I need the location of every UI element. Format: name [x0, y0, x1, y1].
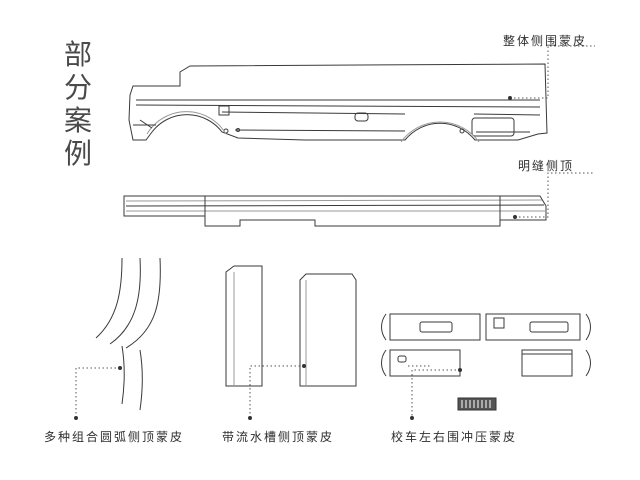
dot-side-roof	[513, 215, 517, 219]
bus-service-hatch	[471, 117, 515, 137]
label-gutter-side-roof-skin: 带流水槽侧顶蒙皮	[222, 430, 335, 444]
arc-strip-3	[125, 257, 161, 349]
arc-roof-skin-drawing	[95, 257, 161, 411]
leader-side-skin	[510, 45, 595, 99]
side-roof-ridge-1	[125, 199, 543, 202]
stamp-vent-slots	[461, 400, 491, 408]
title-char-2: 分	[64, 71, 93, 104]
leader-side-roof	[515, 172, 595, 218]
stamp-panel-1-window	[419, 321, 453, 333]
stamp-bracket-right-bottom	[585, 349, 591, 377]
stamp-panel-3	[389, 349, 461, 377]
bus-upper-line	[135, 104, 541, 108]
dot-gutter-a	[302, 364, 306, 368]
label-overall-side-skin: 整体侧围蒙皮	[503, 34, 588, 48]
dot-stamped-a	[458, 368, 462, 372]
dot-arc-roof-b	[74, 416, 78, 420]
stamp-panel-4-lip	[522, 349, 573, 355]
arc-strip-2	[109, 257, 141, 345]
arc-strip-5	[139, 349, 143, 411]
stamp-bracket-left-bottom	[381, 349, 387, 377]
bus-rivet-3	[459, 128, 465, 134]
label-exposed-seam-side-roof: 明缝侧顶	[518, 159, 575, 173]
leader-gutter-roof	[249, 365, 304, 418]
leader-stamped	[408, 365, 460, 418]
gutter-roof-skin-drawing	[225, 265, 357, 387]
arc-strip-1	[95, 257, 123, 339]
bus-lower-line	[234, 129, 530, 133]
gutter-panel-left	[225, 265, 263, 387]
leader-arc-roof	[75, 367, 120, 418]
bus-rivet-2	[236, 128, 240, 132]
dot-gutter-b	[248, 416, 252, 420]
leader-lines	[75, 45, 595, 418]
bus-belt-line	[221, 111, 541, 116]
bus-front-bumper	[133, 119, 156, 129]
stamp-bracket-right-top	[585, 313, 591, 341]
stamp-bracket-left-top	[381, 313, 387, 341]
stamped-skin-drawing	[381, 313, 591, 411]
dot-stamped-b	[410, 416, 414, 420]
title-char-3: 案	[64, 104, 93, 137]
bus-rear-wheel-arch-trim	[400, 121, 480, 143]
stamp-panel-2-grid	[493, 317, 505, 329]
arc-strip-4	[121, 345, 125, 405]
leader-dots	[74, 96, 517, 420]
bus-front-door-panel	[218, 105, 230, 116]
stamp-panel-2	[485, 313, 581, 341]
bus-fuel-flap	[354, 112, 369, 122]
side-roof-ridge-2	[125, 204, 545, 207]
section-title: 部 分 案 例	[64, 38, 92, 170]
bus-side-outline	[128, 63, 548, 141]
side-roof-drawing	[123, 195, 547, 227]
stamp-panel-1	[389, 313, 481, 341]
stamp-panel-3-badge	[397, 355, 407, 363]
dot-side-skin	[508, 96, 512, 100]
stamp-panel-2-window	[529, 321, 569, 333]
gutter-panel-right	[299, 273, 357, 387]
bus-side-skin-drawing	[128, 63, 548, 143]
label-school-bus-stamped-skin: 校车左右围冲压蒙皮	[391, 430, 518, 444]
title-char-4: 例	[64, 137, 93, 170]
label-multi-arc-roof-skin: 多种组合圆弧侧顶蒙皮	[44, 430, 185, 444]
dot-arc-roof-a	[118, 366, 122, 370]
title-char-1: 部	[64, 38, 93, 71]
